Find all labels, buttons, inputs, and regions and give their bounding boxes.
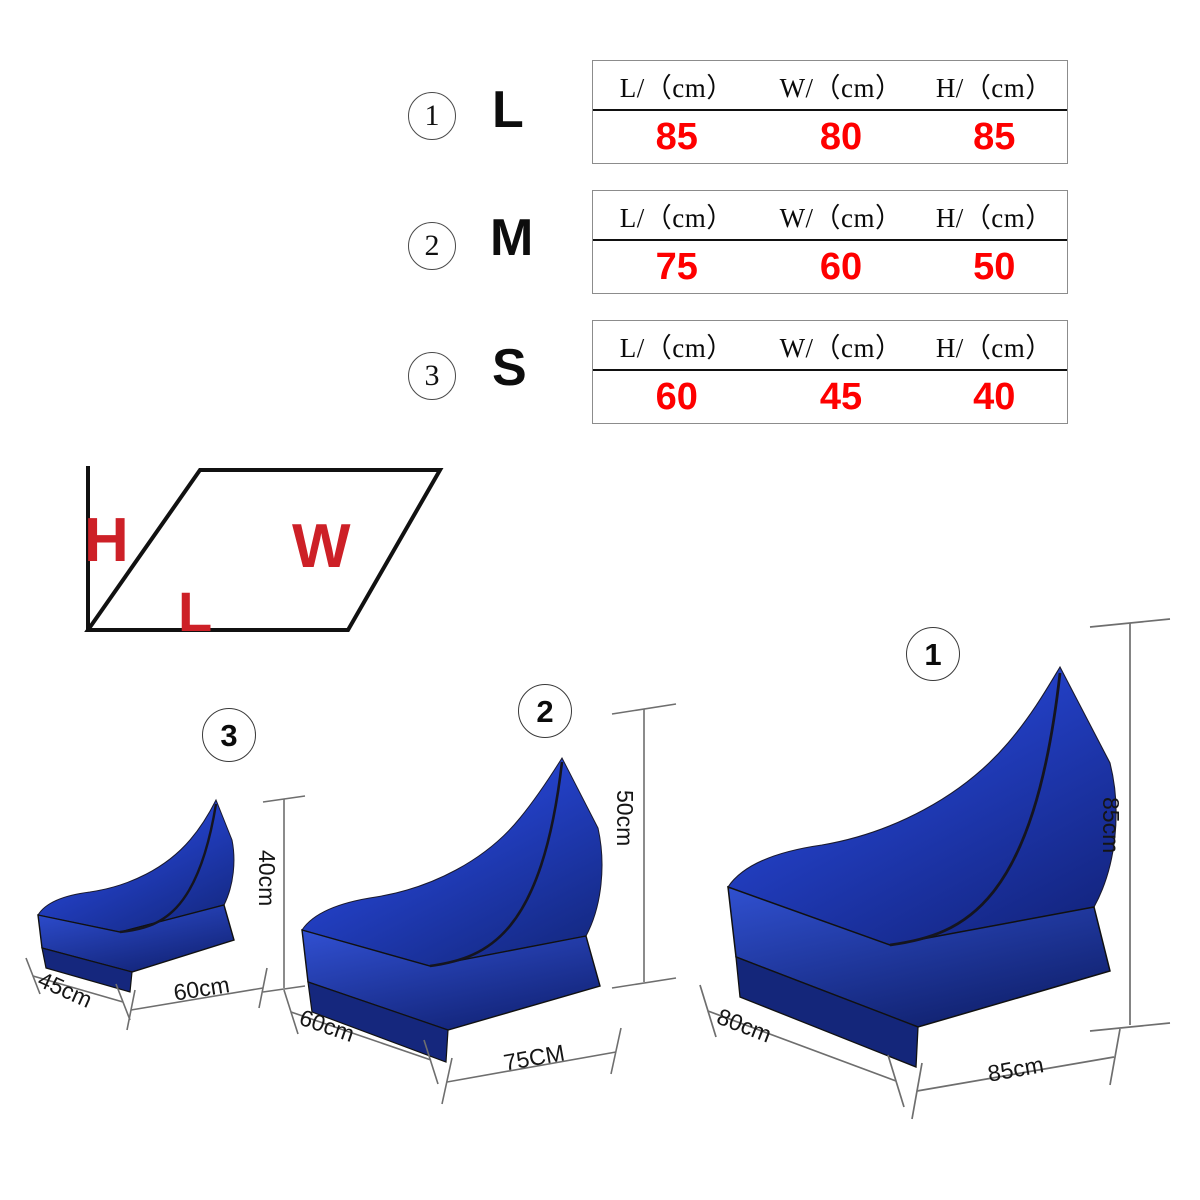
size-row-l: 1 L L/（cm） W/（cm） H/（cm） 85 80 85 [0, 54, 1200, 184]
lounger-seam-small [119, 803, 218, 934]
parallelogram-shape [84, 466, 444, 632]
product-medium: 2 [280, 670, 700, 1110]
table-header-row: L/（cm） W/（cm） H/（cm） [593, 61, 1067, 111]
product-illustration-large [699, 618, 1171, 1120]
value-length: 75 [655, 246, 698, 288]
height-letter-label: H [84, 506, 129, 575]
product-marker-2: 2 [518, 684, 572, 738]
table-header-row: L/（cm） W/（cm） H/（cm） [593, 321, 1067, 371]
table-value-row: 60 45 40 [593, 371, 1067, 423]
column-header-width: W/（cm） [779, 332, 903, 363]
column-header-height: H/（cm） [935, 202, 1053, 233]
depth-dimension-medium [283, 989, 439, 1085]
product-illustration-small [25, 795, 306, 1031]
product-marker-3: 3 [202, 708, 256, 762]
length-letter-label: L [178, 580, 213, 643]
size-table-l: L/（cm） W/（cm） H/（cm） 85 80 85 [592, 60, 1068, 164]
height-dimension-small [262, 795, 306, 993]
product-illustration-medium [283, 703, 677, 1105]
product-small: 3 [20, 700, 320, 1060]
value-width: 80 [819, 116, 863, 158]
length-dimension-medium [441, 1027, 622, 1105]
lounger-back-small [37, 798, 235, 933]
column-header-height: H/（cm） [935, 332, 1053, 363]
height-label-large: 85cm [1098, 797, 1124, 854]
height-label-medium: 50cm [612, 790, 638, 847]
table-value-row: 85 80 85 [593, 111, 1067, 163]
height-label-small: 40cm [254, 850, 280, 907]
column-header-width: W/（cm） [779, 202, 903, 233]
height-dimension-large [1089, 618, 1171, 1032]
size-letter-m: M [490, 209, 534, 267]
lounger-seam-medium [429, 761, 564, 968]
value-height: 50 [973, 246, 1016, 288]
value-length: 60 [655, 376, 698, 418]
length-dimension-large [911, 1028, 1121, 1120]
lounger-back-medium [301, 756, 603, 967]
width-letter-label: W [292, 512, 351, 581]
size-marker-1: 1 [408, 92, 456, 140]
value-length: 85 [655, 116, 698, 158]
size-letter-l: L [492, 81, 524, 139]
table-header-row: L/（cm） W/（cm） H/（cm） [593, 191, 1067, 241]
lounger-front-medium [307, 981, 449, 1063]
parallelogram-outline [84, 468, 444, 632]
length-dimension-small [126, 967, 268, 1031]
depth-dimension-large [699, 984, 905, 1108]
size-letter-s: S [492, 339, 527, 397]
lounger-seam-large [889, 672, 1062, 947]
lounger-front-large [735, 956, 919, 1068]
dimension-key-diagram: H W L [60, 448, 460, 663]
column-header-height: H/（cm） [935, 72, 1053, 103]
size-table-m: L/（cm） W/（cm） H/（cm） 75 60 50 [592, 190, 1068, 294]
size-row-s: 3 S L/（cm） W/（cm） H/（cm） 60 45 40 [0, 314, 1200, 444]
product-marker-1: 1 [906, 627, 960, 681]
column-header-width: W/（cm） [779, 72, 903, 103]
table-value-row: 75 60 50 [593, 241, 1067, 293]
size-marker-2: 2 [408, 222, 456, 270]
column-header-length: L/（cm） [619, 202, 734, 233]
lounger-front-small [41, 947, 133, 993]
size-row-m: 2 M L/（cm） W/（cm） H/（cm） 75 60 50 [0, 184, 1200, 314]
depth-dimension-small [25, 957, 131, 1021]
column-header-length: L/（cm） [619, 332, 734, 363]
height-dimension-medium [611, 703, 677, 989]
value-height: 85 [973, 116, 1016, 158]
size-table-s: L/（cm） W/（cm） H/（cm） 60 45 40 [592, 320, 1068, 424]
size-marker-3: 3 [408, 352, 456, 400]
value-height: 40 [973, 376, 1016, 418]
column-header-length: L/（cm） [619, 72, 734, 103]
value-width: 45 [819, 376, 863, 418]
lounger-back-large [727, 665, 1117, 946]
value-width: 60 [819, 246, 863, 288]
product-large: 1 [690, 615, 1190, 1155]
